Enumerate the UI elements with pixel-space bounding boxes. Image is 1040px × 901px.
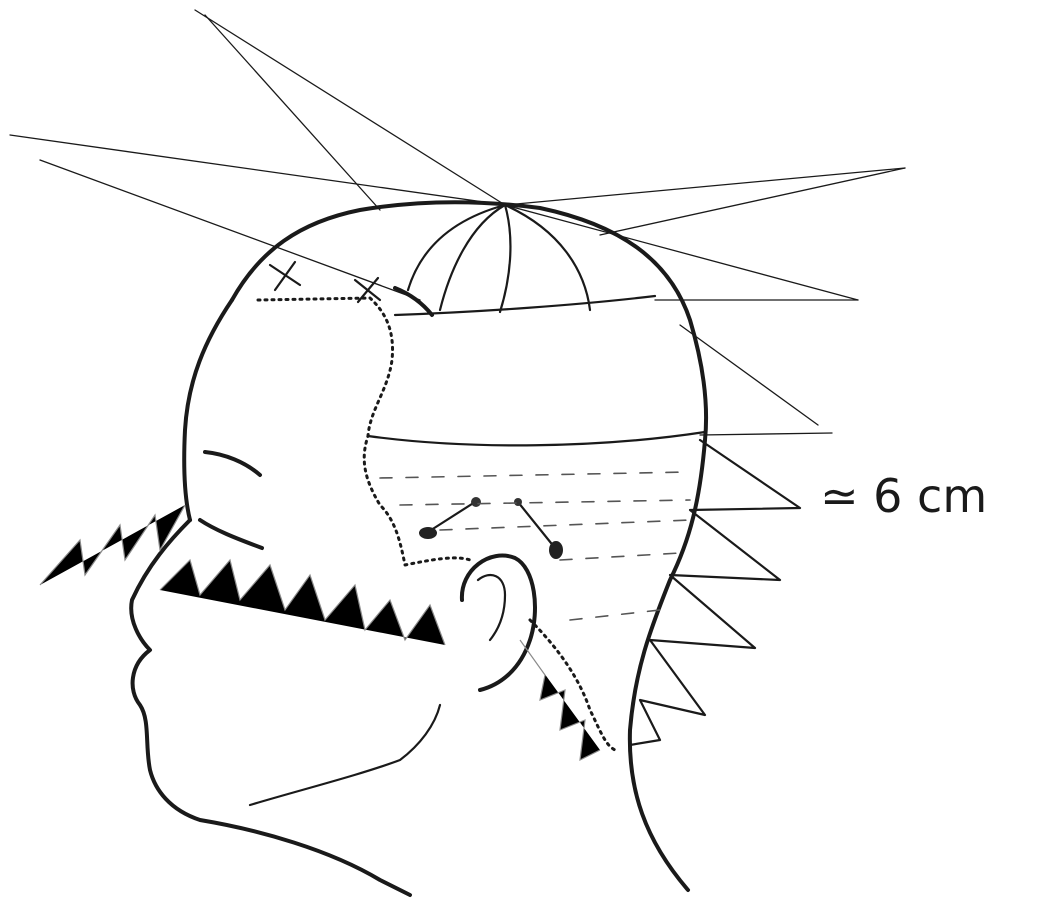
eye	[200, 452, 262, 548]
back-hair-zigzag	[630, 440, 800, 745]
incision-dotted-line	[258, 298, 615, 750]
measurement-label: ≃ 6 cm	[820, 469, 987, 523]
vertex-curves	[368, 205, 705, 445]
hair-hatching	[40, 505, 600, 760]
electrode-pin-icon	[419, 497, 563, 559]
radiating-lines	[10, 10, 905, 435]
head-outline	[131, 202, 706, 895]
ear	[462, 556, 535, 690]
